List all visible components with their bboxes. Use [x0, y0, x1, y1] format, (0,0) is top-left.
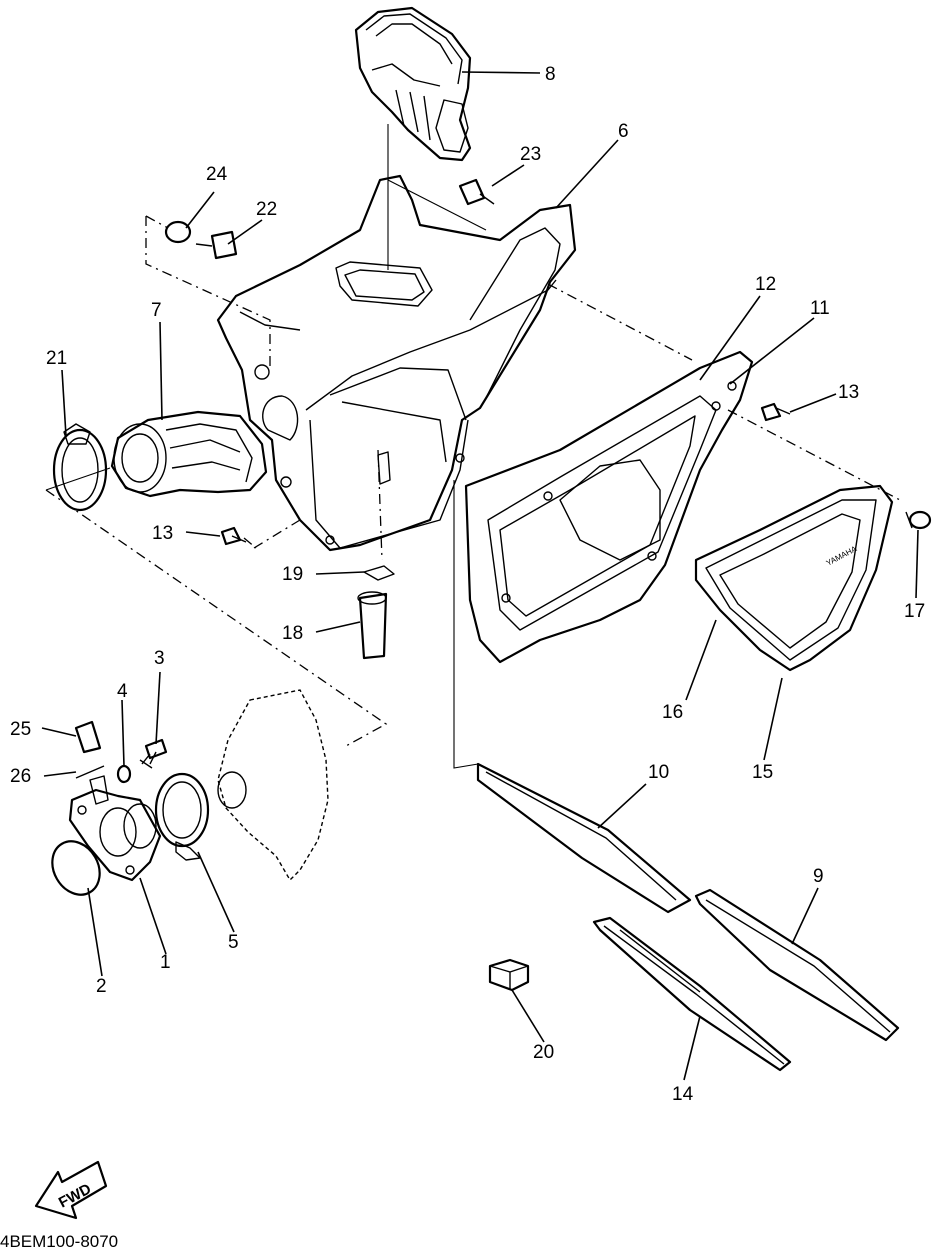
callout-6: 6	[618, 121, 629, 142]
callout-12: 12	[755, 274, 776, 295]
callout-26: 26	[10, 766, 31, 787]
callout-8: 8	[545, 64, 556, 85]
element-part-9	[694, 888, 900, 1042]
callout-19: 19	[282, 564, 303, 585]
callout-4: 4	[117, 681, 128, 702]
callout-16: 16	[662, 702, 683, 723]
o-ring-part-2	[51, 840, 101, 896]
air-box-part-6	[216, 174, 577, 552]
callout-5: 5	[228, 932, 239, 953]
filter-case-part-12	[464, 350, 754, 664]
callout-10: 10	[648, 762, 669, 783]
callout-21: 21	[46, 348, 67, 369]
block-part-20	[488, 958, 530, 992]
side-cover-part-15: YAMAHA	[694, 484, 894, 672]
callout-22: 22	[256, 199, 277, 220]
forward-arrow: FWD	[34, 1160, 108, 1220]
callout-3: 3	[154, 648, 165, 669]
callout-24: 24	[206, 164, 228, 185]
leader-lines	[41, 71, 919, 1081]
callout-9: 9	[813, 866, 824, 887]
carburetor-joint-part-1	[68, 775, 162, 882]
callout-20: 20	[533, 1042, 554, 1063]
callout-14: 14	[672, 1084, 694, 1105]
carburetor-phantom-outline	[217, 689, 329, 881]
element-part-14	[592, 916, 792, 1072]
callout-1: 1	[160, 952, 171, 973]
element-part-10	[476, 762, 692, 914]
callout-labels: 8 6 23 24 22 7 21 13 19 18 12 11 13 17 1…	[10, 64, 925, 1105]
callout-17: 17	[904, 601, 925, 622]
clamp-part-5	[154, 772, 210, 861]
intake-joint-part-7	[110, 410, 268, 498]
callout-25: 25	[10, 719, 31, 740]
callout-18: 18	[282, 623, 303, 644]
intake-duct-part-8	[354, 6, 472, 162]
clamp-part-21	[52, 423, 108, 512]
callout-7: 7	[151, 300, 162, 321]
callout-23: 23	[520, 144, 541, 165]
callout-2: 2	[96, 976, 107, 997]
assembly-lines	[45, 124, 901, 769]
callout-13a: 13	[152, 523, 173, 544]
drawing-code: 4BEM100-8070	[0, 1232, 118, 1250]
callout-15: 15	[752, 762, 773, 783]
callout-13b: 13	[838, 382, 859, 403]
callout-11: 11	[810, 298, 830, 319]
small-parts	[74, 178, 932, 784]
